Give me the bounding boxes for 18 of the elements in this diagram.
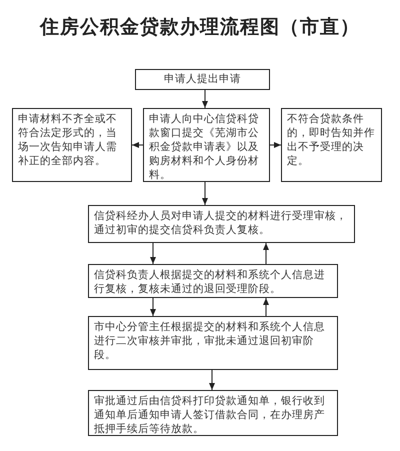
start-box: 申请人提出申请 [135,69,270,90]
process-box: 市中心分管主任根据提交的材料和系统个人信息进行二次审核并审批，审批未通过退回初审阶段。 [88,316,338,370]
arrow [150,242,156,264]
arrow [263,298,269,316]
arrow [209,370,215,390]
process-box: 申请人向中心信贷科贷款窗口提交《芜湖市公积金贷款申请表》以及购房材料和个人身份材料。 [143,108,270,182]
end-box: 审批通过后由信贷科打印贷款通知单，银行收到通知单后通知申请人签订借款合同，在办理房产抵押手续后等待放款。 [88,390,338,436]
process-box: 信贷科经办人员对申请人提交的材料进行受理审核，通过初审的提交信贷科负责人复核。 [88,205,355,243]
process-box: 申请材料不齐全或不符合法定形式的，当场一次告知申请人需补正的全部内容。 [12,108,132,182]
arrow [150,298,156,316]
arrow [202,90,208,108]
arrow [270,142,282,148]
arrow [202,182,208,206]
process-box: 不符合贷款条件的，即时告知并作出不予受理的决定。 [281,108,382,182]
arrow [263,242,269,264]
process-box: 信贷科负责人根据提交的材料和系统个人信息进行复核，复核未通过的退回受理阶段。 [88,264,338,298]
arrow [132,142,144,148]
title: 住房公积金贷款办理流程图（市直） [38,15,361,40]
